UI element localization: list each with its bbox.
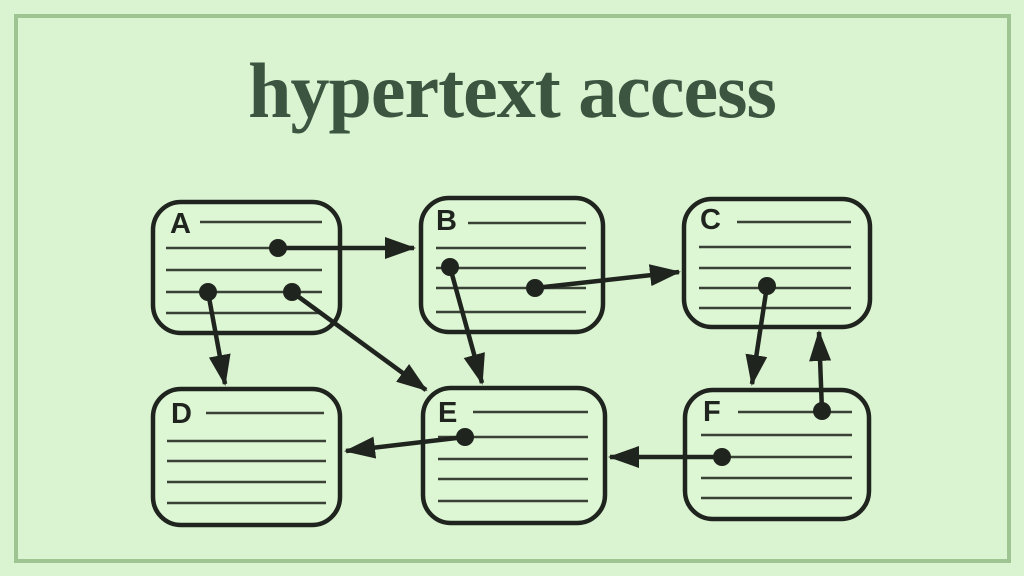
node-a: A (150, 199, 343, 336)
node-e-label: E (438, 397, 457, 429)
edge-b-to-c (534, 264, 681, 291)
node-f-box (682, 387, 872, 522)
node-f-textlines (701, 410, 852, 500)
anchor-a-1 (269, 239, 287, 257)
anchor-f-1 (813, 402, 831, 420)
node-f-label: F (703, 396, 721, 428)
node-a-textlines (166, 220, 322, 315)
anchor-b-1 (441, 258, 459, 276)
node-b: B (418, 195, 606, 335)
node-f: F (682, 387, 872, 522)
node-e-textlines (438, 410, 588, 503)
link-anchors (199, 239, 831, 466)
anchor-a-3 (283, 283, 301, 301)
node-c: C (681, 196, 873, 330)
edge-a-to-d (205, 291, 231, 386)
node-b-label: B (436, 205, 457, 237)
edge-c-to-f (745, 285, 770, 386)
anchor-a-2 (199, 283, 217, 301)
node-a-label: A (170, 208, 191, 240)
edges (205, 237, 832, 468)
node-e: E (420, 385, 608, 526)
node-c-textlines (699, 220, 851, 310)
edge-b-to-e (447, 266, 485, 385)
node-c-label: C (700, 204, 721, 236)
node-b-textlines (436, 221, 586, 314)
node-e-box (420, 385, 608, 526)
anchor-e-1 (456, 428, 474, 446)
anchor-b-2 (526, 279, 544, 297)
node-d-label: D (171, 398, 192, 430)
edge-a-to-e (290, 290, 428, 392)
node-d: D (150, 386, 343, 528)
node-c-box (681, 196, 873, 330)
anchor-c-1 (758, 277, 776, 295)
node-d-textlines (167, 411, 326, 505)
anchor-f-2 (713, 448, 731, 466)
edge-e-to-d (344, 434, 466, 459)
node-b-box (418, 195, 606, 335)
edge-f-to-c (809, 330, 832, 412)
node-d-box (150, 386, 343, 528)
page-title: hypertext access (248, 47, 777, 134)
